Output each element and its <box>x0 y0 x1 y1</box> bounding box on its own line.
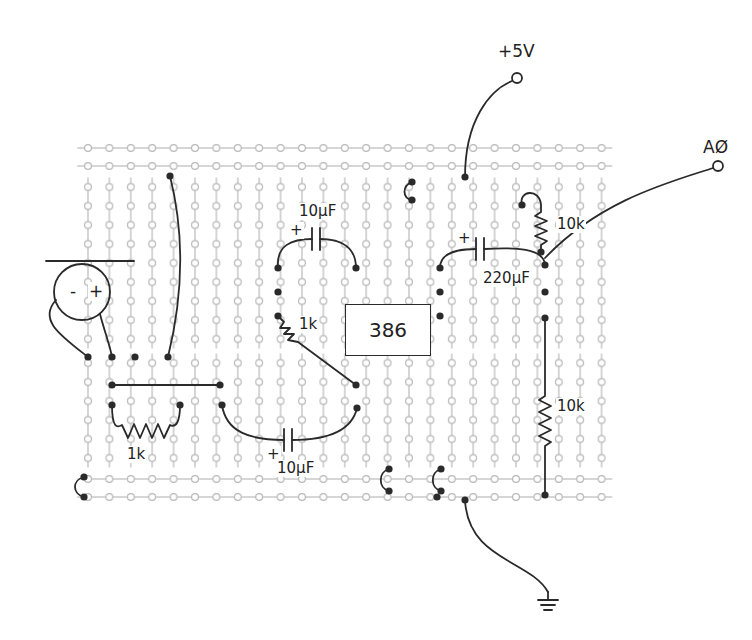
microphone-symbol <box>46 261 134 357</box>
resistor-symbol <box>539 318 551 495</box>
terminal <box>512 73 522 83</box>
part-label: 220µF <box>482 270 531 287</box>
capacitor-symbol <box>440 238 545 268</box>
jumper-wire <box>112 384 220 386</box>
part-label: + <box>289 222 304 239</box>
signal-wire <box>545 168 713 258</box>
part-label: 10k <box>556 216 586 233</box>
part-label: 1k <box>126 446 146 463</box>
ground-wire <box>465 500 548 592</box>
solder-points <box>80 172 548 503</box>
capacitor-symbol <box>222 405 357 451</box>
terminal <box>713 161 723 171</box>
resistor-symbol <box>522 193 547 252</box>
part-label: + <box>88 282 104 301</box>
part-label: - <box>69 282 77 301</box>
part-label: 1k <box>298 316 318 333</box>
supply-wire <box>465 81 512 177</box>
part-label: 10µF <box>276 460 315 477</box>
part-label: 10k <box>556 398 586 415</box>
resistor-symbol <box>112 405 180 438</box>
part-label: 10µF <box>298 203 337 220</box>
board-strips <box>77 139 612 506</box>
jumper-wire <box>168 176 180 357</box>
ground-symbol <box>538 592 558 610</box>
chip-label: 386 <box>369 319 407 341</box>
part-label: +5V <box>497 42 536 61</box>
part-label: + <box>457 230 472 247</box>
ic-chip: 386 <box>345 304 431 356</box>
part-label: AØ <box>702 138 729 157</box>
